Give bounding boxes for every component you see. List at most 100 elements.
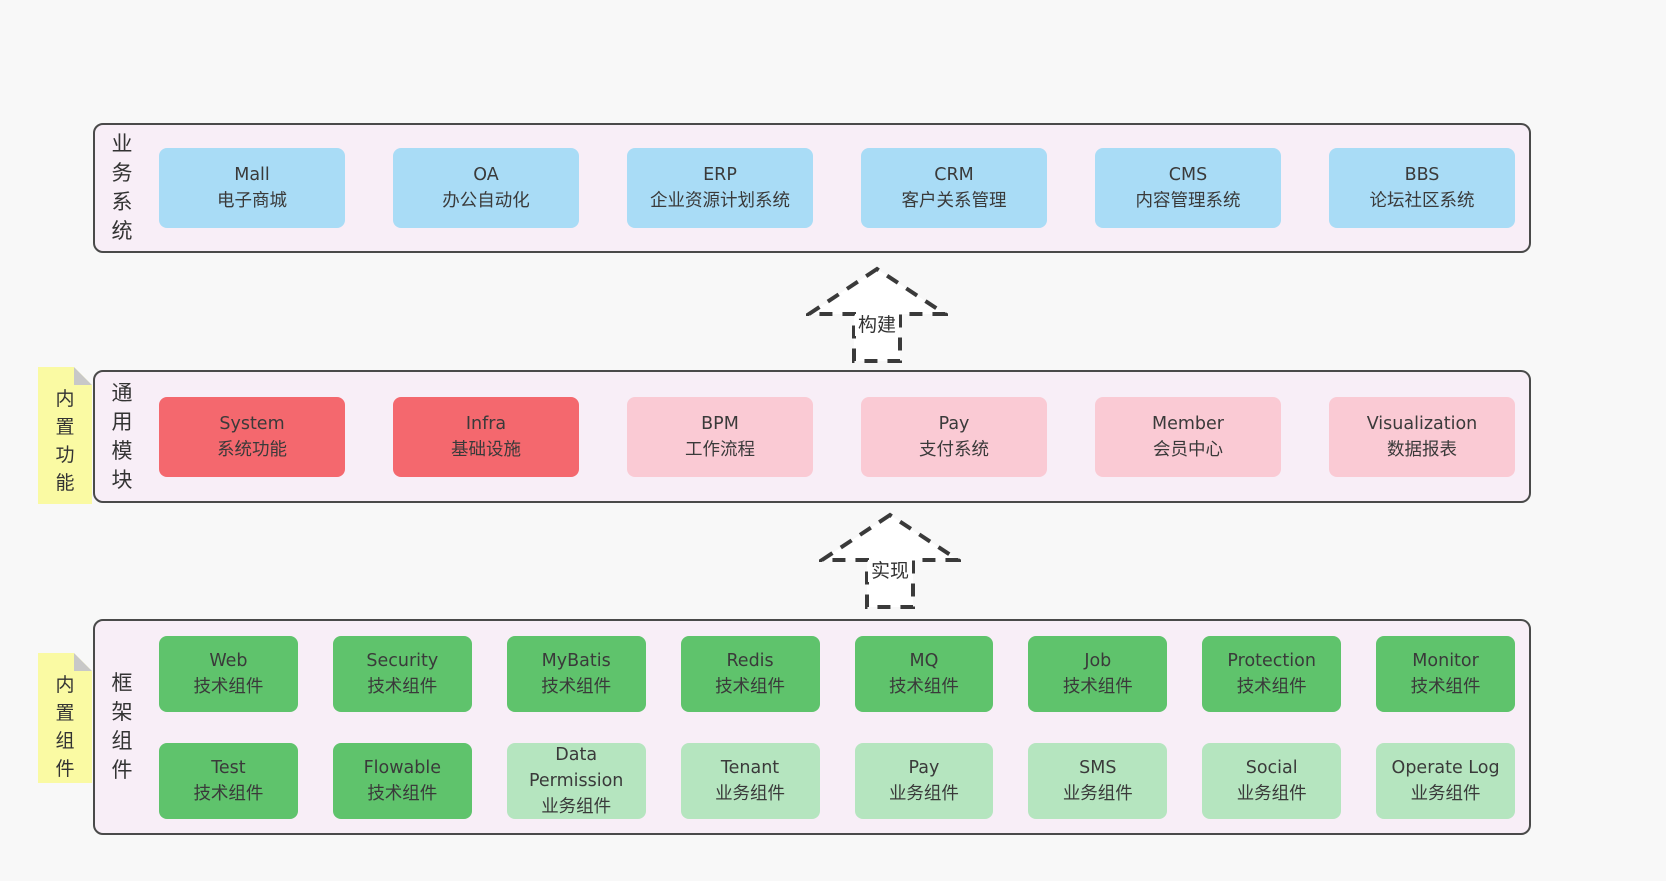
box-crm: CRM 客户关系管理 bbox=[861, 148, 1047, 228]
box-tenant: Tenant 业务组件 bbox=[680, 742, 820, 819]
box-oa: OA 办公自动化 bbox=[393, 148, 579, 228]
box-title: ERP bbox=[703, 165, 737, 185]
box-title: Pay bbox=[938, 413, 970, 434]
box-subtitle: 技术组件 bbox=[193, 676, 264, 697]
box-sms: SMS 业务组件 bbox=[1028, 742, 1168, 819]
box-data-permission: Data Permission 业务组件 bbox=[506, 742, 646, 819]
box-subtitle: 业务组件 bbox=[1410, 783, 1481, 804]
box-title: Infra bbox=[465, 413, 507, 434]
box-title: Operate Log bbox=[1391, 757, 1500, 778]
box-subtitle: 业务组件 bbox=[888, 783, 959, 804]
build-arrow-text: 构建 bbox=[854, 314, 899, 336]
box-title: Member bbox=[1152, 413, 1224, 434]
box-visualization: Visualization 数据报表 bbox=[1329, 396, 1515, 477]
box-subtitle: 技术组件 bbox=[193, 783, 264, 804]
box-pay: Pay 支付系统 bbox=[861, 396, 1047, 477]
layer-business-label: 业务系统 bbox=[111, 132, 133, 243]
box-erp: ERP 企业资源计划系统 bbox=[627, 148, 813, 228]
box-member: Member 会员中心 bbox=[1095, 396, 1281, 477]
box-protection: Protection 技术组件 bbox=[1202, 635, 1342, 712]
box-title: Data Permission bbox=[528, 744, 624, 791]
box-title: SMS bbox=[1079, 757, 1117, 778]
box-bpm: BPM 工作流程 bbox=[627, 396, 813, 477]
box-subtitle: 办公自动化 bbox=[442, 191, 530, 211]
layer-modules-label: 通用模块 bbox=[111, 380, 133, 492]
box-subtitle: 业务组件 bbox=[1062, 783, 1133, 804]
box-subtitle: 客户关系管理 bbox=[901, 191, 1007, 211]
box-title: Tenant bbox=[720, 757, 780, 778]
box-security: Security 技术组件 bbox=[332, 635, 472, 712]
box-title: Mall bbox=[234, 165, 270, 185]
box-subtitle: 企业资源计划系统 bbox=[650, 191, 790, 211]
layer-business-systems: 业务系统 Mall 电子商城 OA 办公自动化 ERP 企业资源计划系统 CRM 客户关系管理… bbox=[93, 123, 1531, 253]
layer-components-label: 框架组件 bbox=[111, 671, 133, 782]
box-title: Protection bbox=[1227, 650, 1316, 671]
box-subtitle: 技术组件 bbox=[367, 676, 438, 697]
component-boxes: Web 技术组件 Security 技术组件 MyBatis 技术组件 Redis 技术组件 M… bbox=[159, 635, 1515, 819]
build-arrow: 构建 bbox=[806, 266, 948, 364]
box-title: System bbox=[219, 413, 285, 434]
box-title: Social bbox=[1245, 757, 1298, 778]
box-row: Web 技术组件 Security 技术组件 MyBatis 技术组件 Redis 技术组件 M… bbox=[159, 635, 1515, 712]
implement-arrow: 实现 bbox=[819, 512, 961, 610]
box-pay: Pay 业务组件 bbox=[854, 742, 994, 819]
box-subtitle: 系统功能 bbox=[217, 439, 287, 460]
box-subtitle: 技术组件 bbox=[1410, 676, 1481, 697]
box-subtitle: 工作流程 bbox=[685, 439, 755, 460]
box-title: Visualization bbox=[1366, 413, 1478, 434]
box-subtitle: 论坛社区系统 bbox=[1369, 191, 1475, 211]
box-social: Social 业务组件 bbox=[1202, 742, 1342, 819]
box-title: MQ bbox=[909, 650, 939, 671]
box-test: Test 技术组件 bbox=[159, 742, 298, 819]
box-mall: Mall 电子商城 bbox=[159, 148, 345, 228]
box-title: CRM bbox=[934, 165, 974, 185]
sticky-note-built-in-features: 内置功能 bbox=[38, 367, 92, 504]
box-subtitle: 业务组件 bbox=[1236, 783, 1307, 804]
box-subtitle: 技术组件 bbox=[1062, 676, 1133, 697]
box-subtitle: 业务组件 bbox=[541, 796, 612, 817]
sticky-note-built-in-components: 内置组件 bbox=[38, 653, 92, 783]
box-subtitle: 技术组件 bbox=[367, 783, 438, 804]
box-title: Redis bbox=[726, 650, 774, 671]
note-text: 内置功能 bbox=[55, 388, 75, 494]
box-title: Monitor bbox=[1412, 650, 1479, 671]
box-title: MyBatis bbox=[541, 650, 611, 671]
box-title: Flowable bbox=[363, 757, 442, 778]
box-title: Pay bbox=[908, 757, 940, 778]
box-subtitle: 技术组件 bbox=[1236, 676, 1307, 697]
box-subtitle: 支付系统 bbox=[919, 439, 989, 460]
box-subtitle: 数据报表 bbox=[1387, 439, 1457, 460]
box-redis: Redis 技术组件 bbox=[680, 635, 820, 712]
note-text: 内置组件 bbox=[55, 674, 75, 780]
box-subtitle: 技术组件 bbox=[541, 676, 612, 697]
box-title: OA bbox=[473, 165, 499, 185]
note-fold-corner-icon bbox=[74, 367, 92, 385]
box-subtitle: 技术组件 bbox=[715, 676, 786, 697]
implement-arrow-label: 实现 bbox=[819, 556, 961, 583]
implement-arrow-text: 实现 bbox=[867, 560, 912, 582]
box-subtitle: 电子商城 bbox=[217, 191, 287, 211]
box-title: Security bbox=[366, 650, 439, 671]
box-subtitle: 业务组件 bbox=[715, 783, 786, 804]
box-title: BBS bbox=[1404, 165, 1440, 185]
box-flowable: Flowable 技术组件 bbox=[332, 742, 472, 819]
box-title: CMS bbox=[1168, 165, 1208, 185]
box-system: System 系统功能 bbox=[159, 396, 345, 477]
box-subtitle: 会员中心 bbox=[1153, 439, 1223, 460]
box-bbs: BBS 论坛社区系统 bbox=[1329, 148, 1515, 228]
note-fold-corner-icon bbox=[74, 653, 92, 671]
box-title: Web bbox=[209, 650, 248, 671]
box-title: BPM bbox=[701, 413, 739, 434]
box-operate-log: Operate Log 业务组件 bbox=[1376, 742, 1515, 819]
box-title: Test bbox=[211, 757, 246, 778]
